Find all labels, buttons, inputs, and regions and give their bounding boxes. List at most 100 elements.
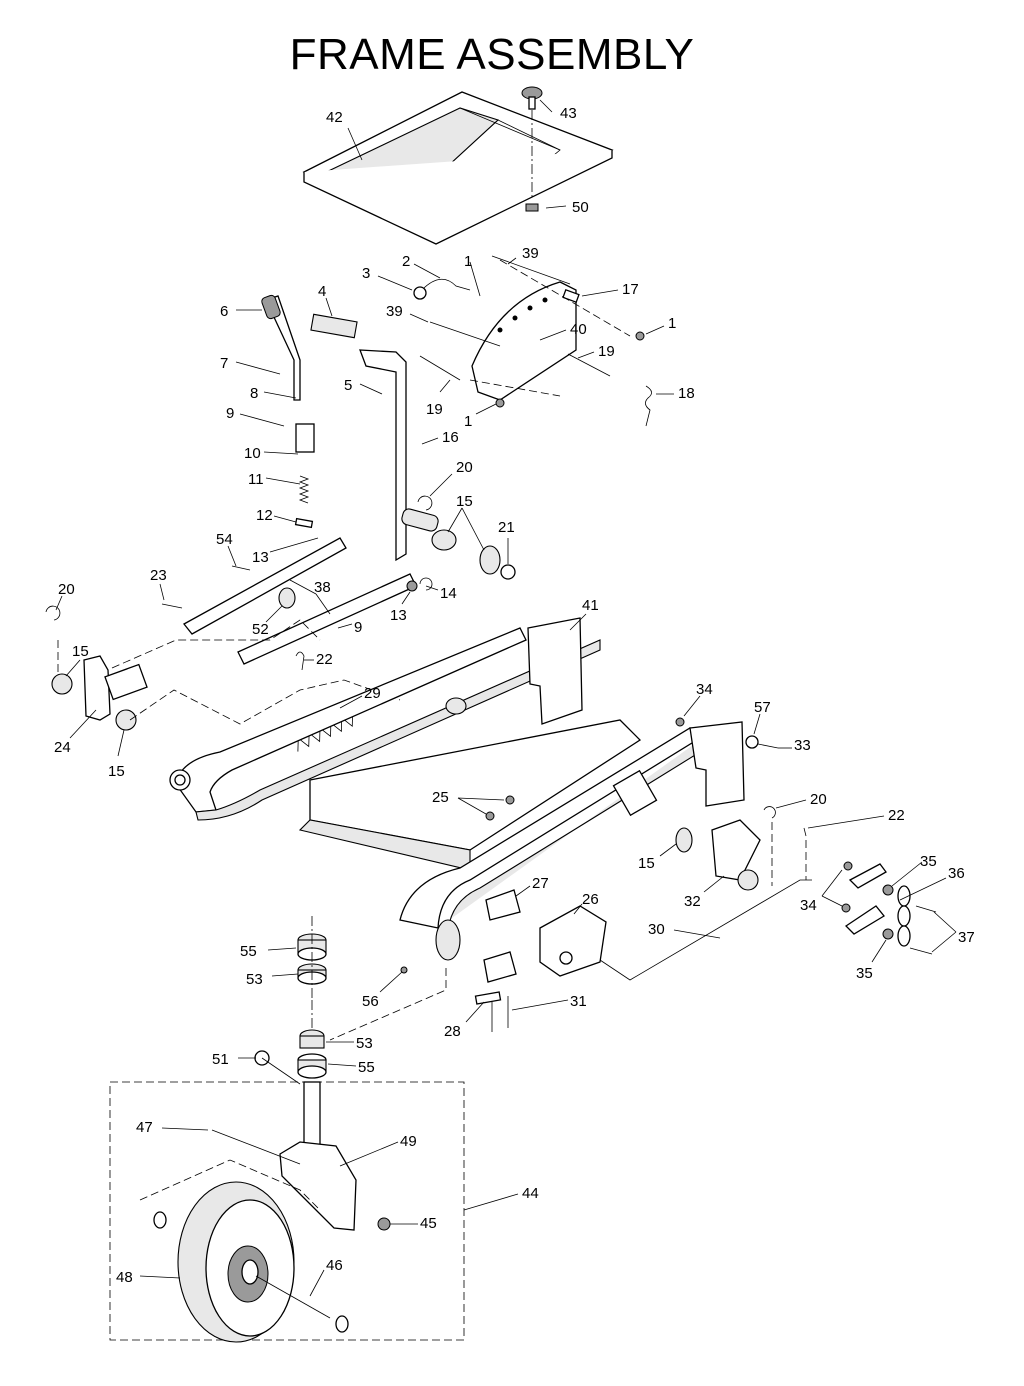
callout-label: 18 <box>678 385 695 402</box>
callout-2: 2 <box>402 253 441 279</box>
callout-labels: 42 43 50 39 1 2 3 17 1 39 40 19 4 6 5 7 … <box>54 99 975 1297</box>
callout-label: 15 <box>638 855 655 872</box>
callout-label: 50 <box>572 199 589 216</box>
callout-23: 23 <box>150 567 167 601</box>
diagram-title: FRAME ASSEMBLY <box>289 30 695 79</box>
cotter-pin-part <box>645 385 652 427</box>
callout-38: 38 <box>289 579 331 615</box>
callout-label: 11 <box>248 471 264 488</box>
callout-1b: 1 <box>645 315 676 335</box>
axle-bolt-part <box>211 1129 301 1165</box>
callout-label: 6 <box>220 303 228 320</box>
callout-label: 4 <box>318 283 326 300</box>
callout-54: 54 <box>216 531 237 567</box>
bracket-part <box>844 905 885 935</box>
callout-39b: 39 <box>386 303 429 323</box>
nut-part <box>485 811 495 821</box>
axle-part <box>255 1275 331 1319</box>
bracket-part <box>848 863 887 889</box>
callout-4: 4 <box>318 283 333 317</box>
callout-label: 57 <box>754 699 771 716</box>
callout-51: 51 <box>212 1051 256 1068</box>
spacer-part <box>562 289 580 303</box>
callout-47: 47 <box>136 1119 209 1136</box>
bolt-part <box>757 743 779 749</box>
caster-wheel-assembly-box <box>109 1081 465 1341</box>
callout-label: 34 <box>800 897 817 914</box>
callout-18: 18 <box>656 385 695 402</box>
callout-14: 14 <box>425 585 457 602</box>
callout-1a: 1 <box>464 253 481 297</box>
callout-22b: 22 <box>807 807 905 829</box>
control-bracket-part <box>471 281 577 401</box>
callout-label: 39 <box>386 303 403 320</box>
callout-label: 30 <box>648 921 665 938</box>
callout-44: 44 <box>463 1185 539 1211</box>
callout-12: 12 <box>256 507 297 524</box>
callout-43: 43 <box>539 99 577 122</box>
callout-label: 41 <box>582 597 599 614</box>
bolt-part <box>915 905 937 913</box>
callout-label: 29 <box>364 685 381 702</box>
callout-label: 38 <box>314 579 331 596</box>
callout-label: 46 <box>326 1257 343 1274</box>
callout-11: 11 <box>248 471 301 488</box>
callout-label: 36 <box>948 865 965 882</box>
callout-30: 30 <box>648 921 721 939</box>
callout-label: 47 <box>136 1119 153 1136</box>
callout-37: 37 <box>931 911 975 953</box>
chain-link-part <box>897 885 911 947</box>
callout-22a: 22 <box>304 651 333 668</box>
callout-label: 12 <box>256 507 273 524</box>
callout-label: 16 <box>442 429 459 446</box>
callout-25: 25 <box>432 789 505 815</box>
retainer-clip-part <box>525 203 539 212</box>
pin-part <box>294 517 314 529</box>
plate-part <box>474 991 502 1005</box>
callout-label: 15 <box>108 763 125 780</box>
bolt-part <box>491 255 571 285</box>
callout-52: 52 <box>252 605 283 638</box>
callout-label: 56 <box>362 993 379 1010</box>
callout-label: 55 <box>240 943 257 960</box>
callout-label: 14 <box>440 585 457 602</box>
wheel-part <box>177 1181 295 1343</box>
callout-label: 27 <box>532 875 549 892</box>
callout-6: 6 <box>220 303 262 320</box>
callout-label: 15 <box>72 643 89 660</box>
callout-label: 3 <box>362 265 370 282</box>
linkage-rod-part <box>599 879 812 981</box>
spring-part <box>298 475 310 504</box>
callout-label: 35 <box>920 853 937 870</box>
callout-48: 48 <box>116 1269 181 1286</box>
e-clip-part <box>417 495 433 511</box>
cover-plate-part <box>302 91 614 245</box>
handle-lever-part <box>261 294 301 401</box>
callout-label: 5 <box>344 377 352 394</box>
callout-29: 29 <box>339 685 381 709</box>
callout-label: 17 <box>622 281 639 298</box>
callout-20a: 20 <box>429 459 473 497</box>
callout-55b: 55 <box>327 1059 375 1076</box>
callout-15b: 15 <box>65 643 89 677</box>
nut-part <box>495 398 505 408</box>
callout-label: 25 <box>432 789 449 806</box>
knob-part <box>521 86 543 110</box>
callout-label: 40 <box>570 321 587 338</box>
mount-plate-part <box>539 905 607 977</box>
callout-label: 31 <box>570 993 587 1010</box>
callout-label: 26 <box>582 891 599 908</box>
callout-10: 10 <box>244 445 299 462</box>
callout-28: 28 <box>444 1001 485 1040</box>
callout-label: 32 <box>684 893 701 910</box>
callout-label: 48 <box>116 1269 133 1286</box>
callout-label: 1 <box>668 315 676 332</box>
bolt-part <box>231 565 251 571</box>
callout-label: 23 <box>150 567 167 584</box>
bolt-part <box>567 353 611 377</box>
callout-19b: 19 <box>426 379 451 418</box>
callout-15c: 15 <box>108 729 125 780</box>
callout-label: 7 <box>220 355 228 372</box>
callout-45: 45 <box>390 1215 437 1232</box>
callout-8: 8 <box>250 385 297 402</box>
